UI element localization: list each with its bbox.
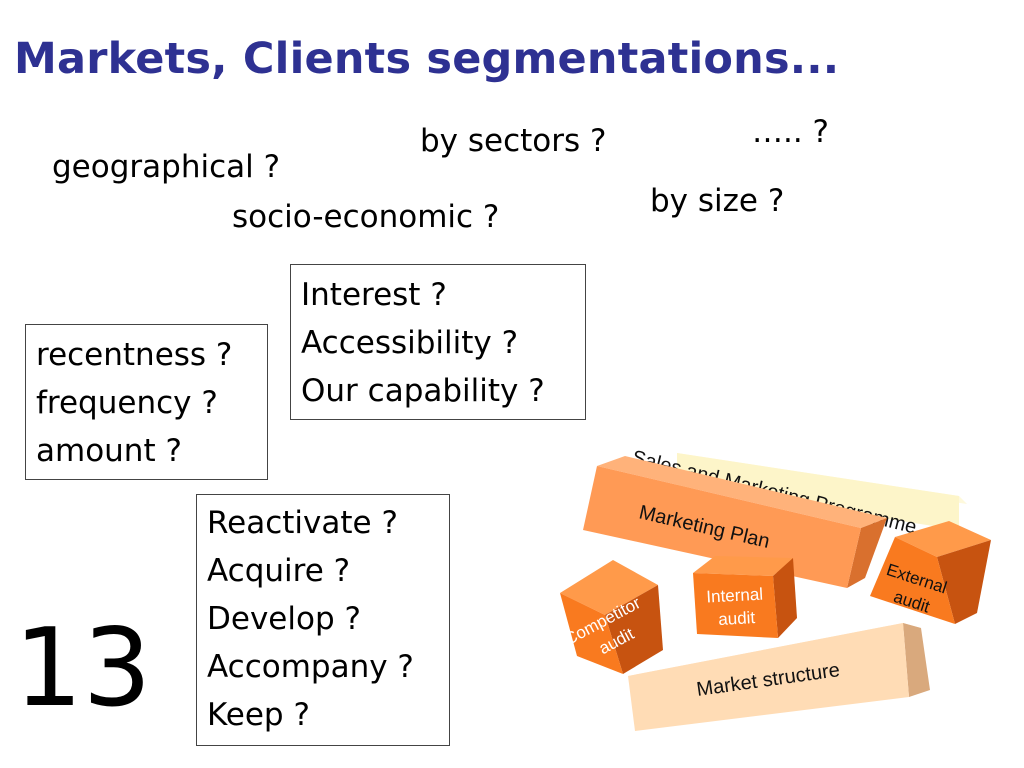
targeting-box: Interest ? Accessibility ? Our capabilit… <box>290 264 586 420</box>
criterion-socio-economic: socio-economic ? <box>232 199 500 235</box>
marketing-blocks-diagram: Market structure Sales and Marketing Pro… <box>560 447 991 731</box>
slide-number: 13 <box>14 606 152 731</box>
action-acquire: Acquire ? <box>207 553 351 589</box>
marketing-plan-block: Marketing Plan <box>583 456 887 588</box>
action-keep: Keep ? <box>207 697 310 733</box>
rfm-box: recentness ? frequency ? amount ? <box>25 324 268 480</box>
action-reactivate: Reactivate ? <box>207 505 398 541</box>
internal-audit-label-2: audit <box>718 608 756 629</box>
criterion-other: ….. ? <box>752 114 830 150</box>
targeting-capability: Our capability ? <box>301 373 545 409</box>
rfm-recentness: recentness ? <box>36 337 233 373</box>
targeting-accessibility: Accessibility ? <box>301 325 519 361</box>
actions-box: Reactivate ? Acquire ? Develop ? Accompa… <box>196 494 450 746</box>
criterion-geographical: geographical ? <box>52 149 281 185</box>
market-structure-block: Market structure <box>628 623 930 731</box>
competitor-audit-block: Competitor audit <box>560 560 663 674</box>
targeting-interest: Interest ? <box>301 277 447 313</box>
rfm-frequency: frequency ? <box>36 385 218 421</box>
action-accompany: Accompany ? <box>207 649 414 685</box>
slide-title: Markets, Clients segmentations... <box>14 34 840 84</box>
internal-audit-block: Internal audit <box>693 556 797 638</box>
rfm-amount: amount ? <box>36 433 182 469</box>
action-develop: Develop ? <box>207 601 361 637</box>
internal-audit-label-1: Internal <box>706 585 764 607</box>
criterion-by-size: by size ? <box>650 183 785 219</box>
criterion-by-sectors: by sectors ? <box>420 123 607 159</box>
external-audit-block: External audit <box>870 521 991 624</box>
